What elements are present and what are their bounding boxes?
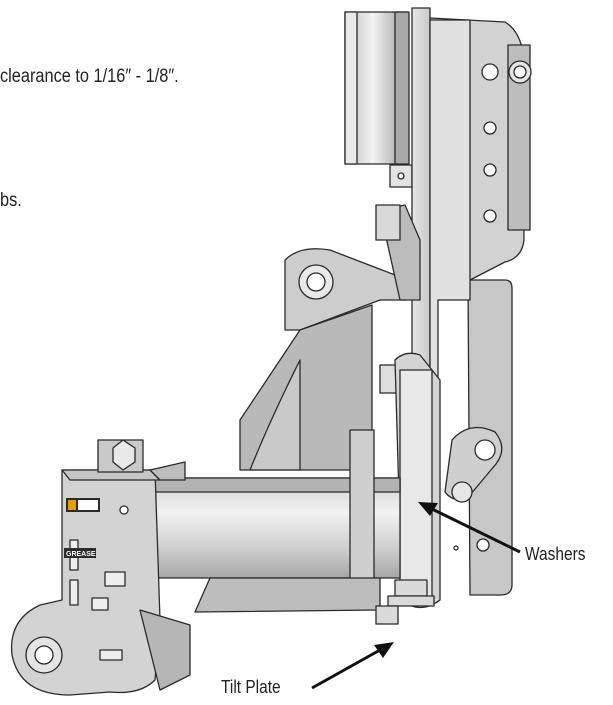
washers-callout-label: Washers [525, 544, 586, 564]
instruction-line-torque: bs. [0, 190, 22, 211]
washers-arrow [418, 502, 521, 554]
warning-decal [66, 498, 100, 512]
tilt-plate-callout-label: Tilt Plate [221, 677, 281, 697]
tilt-plate-arrow [311, 642, 394, 690]
grease-decal-text: GREASE [66, 551, 96, 558]
instruction-line-clearance: clearance to 1/16″ - 1/8″. [0, 66, 179, 87]
grease-decal: GREASE [64, 548, 96, 558]
